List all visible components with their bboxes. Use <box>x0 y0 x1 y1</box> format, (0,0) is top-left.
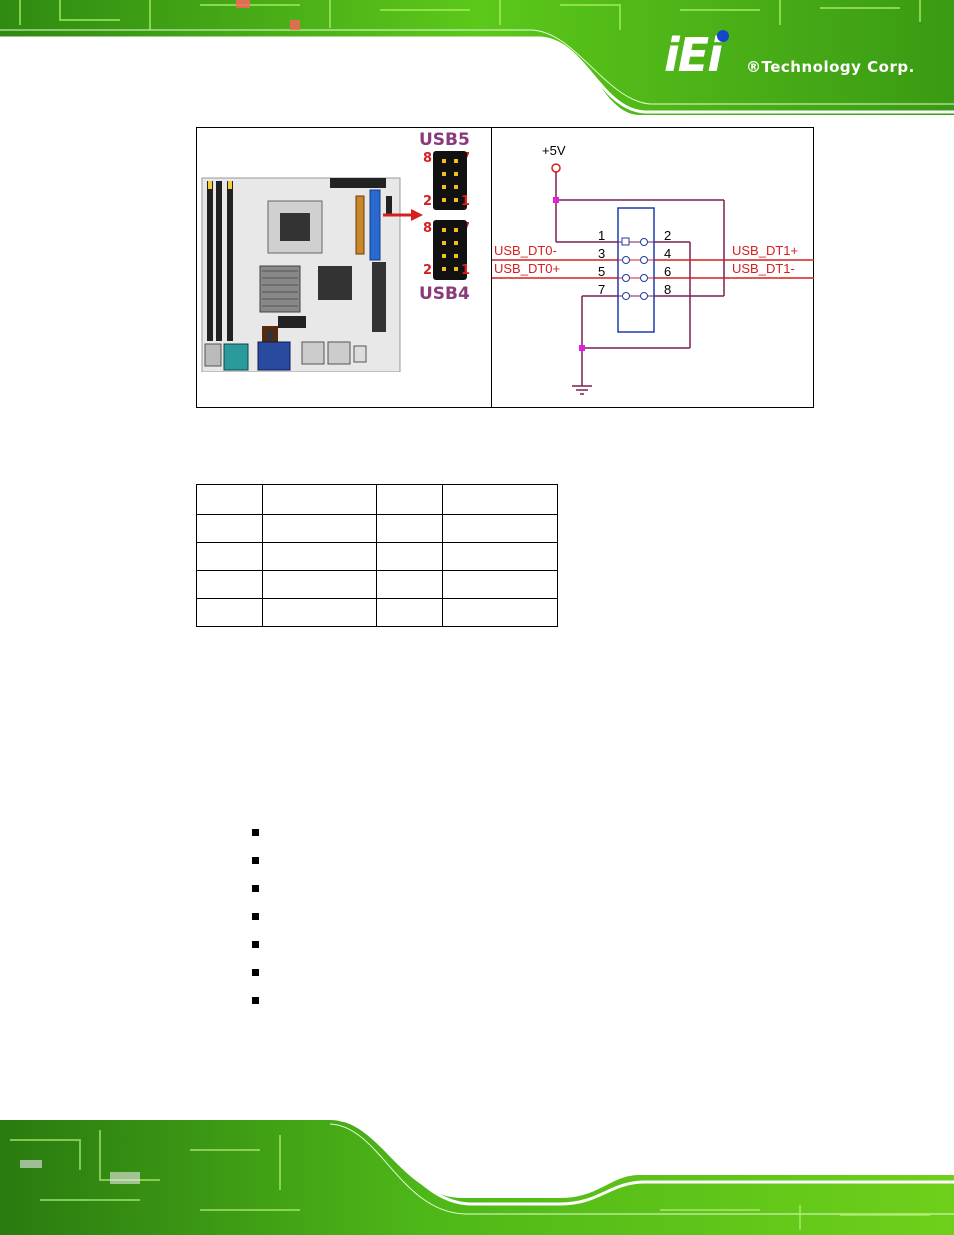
pointer-arrow-icon <box>383 209 423 221</box>
bullet-square-icon <box>252 913 259 920</box>
usb-pinout-schematic: +5V 1 2 3 4 5 6 7 8 USB_DT0- USB_DT0+ US… <box>492 143 814 395</box>
table-cell <box>262 542 377 571</box>
table-cell <box>442 542 558 571</box>
table-cell <box>196 542 263 571</box>
motherboard-illustration <box>201 177 401 373</box>
table-row <box>196 598 558 627</box>
pin-number-3: 3 <box>598 246 605 261</box>
bullet-square-icon <box>252 969 259 976</box>
table-cell <box>376 598 443 627</box>
usb4-pin1-label: 1 <box>461 263 471 278</box>
logo-dot-icon <box>717 30 729 42</box>
usb5-pin2-label: 2 <box>423 194 433 209</box>
table-cell <box>262 484 377 515</box>
table-cell <box>262 570 377 599</box>
company-logo: iEi ®Technology Corp. <box>664 28 924 88</box>
pin-number-1: 1 <box>598 228 605 243</box>
logo-mark: iEi <box>664 28 723 82</box>
table-cell <box>442 598 558 627</box>
usb-pin-table <box>196 484 558 627</box>
motherboard-layout-diagram <box>200 176 405 373</box>
bullet-square-icon <box>252 941 259 948</box>
table-row <box>196 514 558 543</box>
table-cell <box>196 570 263 599</box>
usb5-header-connector <box>433 151 467 210</box>
usb5-pin8-label: 8 <box>423 151 433 166</box>
table-cell <box>442 570 558 599</box>
table-cell <box>442 514 558 543</box>
signal-usb-dt0-plus: USB_DT0+ <box>494 261 560 276</box>
logo-text: ®Technology Corp. <box>746 58 915 76</box>
pin-number-2: 2 <box>664 228 671 243</box>
bullet-square-icon <box>252 829 259 836</box>
pin-number-7: 7 <box>598 282 605 297</box>
bullet-square-icon <box>252 885 259 892</box>
usb4-pin2-label: 2 <box>423 263 433 278</box>
table-cell <box>262 514 377 543</box>
usb4-header-connector <box>433 220 467 280</box>
usb4-pin8-label: 8 <box>423 221 433 236</box>
footer-circuit-banner <box>0 1120 954 1235</box>
signal-usb-dt0-minus: USB_DT0- <box>494 243 557 258</box>
pin-number-5: 5 <box>598 264 605 279</box>
usb5-pin1-label: 1 <box>461 194 471 209</box>
table-header-row <box>196 484 558 515</box>
table-cell <box>196 598 263 627</box>
table-cell <box>376 514 443 543</box>
pin-number-6: 6 <box>664 264 671 279</box>
table-cell <box>196 484 263 515</box>
power-label: +5V <box>542 143 566 158</box>
table-cell <box>196 514 263 543</box>
pin-number-4: 4 <box>664 246 671 261</box>
bullet-square-icon <box>252 997 259 1004</box>
table-cell <box>376 570 443 599</box>
usb-connector-figure: USB5 8 7 2 1 8 7 2 1 USB4 <box>196 127 814 408</box>
header-circuit-banner <box>0 0 954 115</box>
signal-usb-dt1-minus: USB_DT1- <box>732 261 795 276</box>
table-cell <box>376 484 443 515</box>
usb4-label: USB4 <box>419 284 470 304</box>
table-row <box>196 542 558 571</box>
usb5-label: USB5 <box>419 130 470 150</box>
table-cell <box>376 542 443 571</box>
signal-usb-dt1-plus: USB_DT1+ <box>732 243 798 258</box>
bullet-square-icon <box>252 857 259 864</box>
table-cell <box>262 598 377 627</box>
table-cell <box>442 484 558 515</box>
pin-number-8: 8 <box>664 282 671 297</box>
figure-divider <box>491 128 492 407</box>
table-row <box>196 570 558 599</box>
